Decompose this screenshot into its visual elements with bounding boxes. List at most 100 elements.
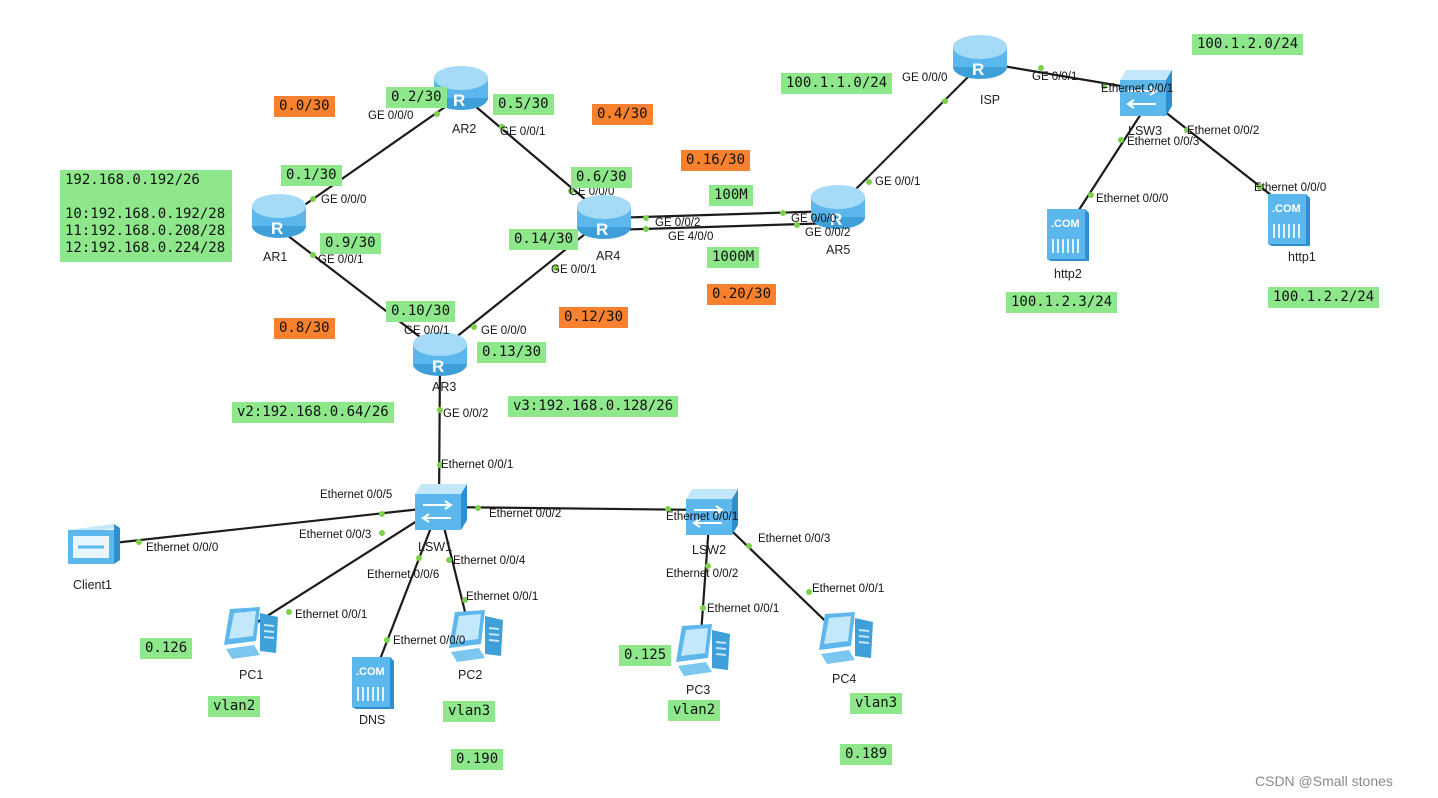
router-icon[interactable]: R <box>412 330 468 378</box>
server-icon[interactable]: .COM <box>350 655 396 709</box>
device-label-pc3: PC3 <box>686 683 711 697</box>
port-dot <box>310 252 316 258</box>
ip-tag: 0.6/30 <box>571 167 632 188</box>
server-badge: .COM <box>356 666 385 678</box>
port-dot <box>1257 184 1263 190</box>
ip-tag: 0.10/30 <box>386 301 456 322</box>
port-label: Ethernet 0/0/1 <box>1101 83 1174 95</box>
ip-tag: 0.125 <box>619 645 672 666</box>
svg-text:R: R <box>432 357 444 376</box>
port-dot <box>379 511 385 517</box>
ip-tag: 0.126 <box>140 638 193 659</box>
port-label: Ethernet 0/0/4 <box>453 555 526 567</box>
port-label: GE 4/0/0 <box>668 231 714 243</box>
svg-text:R: R <box>972 60 984 79</box>
router-icon[interactable]: R <box>433 64 489 112</box>
server-icon[interactable]: .COM <box>1266 192 1312 246</box>
router-icon[interactable]: R <box>810 183 866 231</box>
port-label: GE 0/0/2 <box>443 408 489 420</box>
port-dot <box>286 609 292 615</box>
subnet-list: 192.168.0.192/26 10:192.168.0.192/28 11:… <box>60 170 232 262</box>
pc-icon[interactable] <box>672 622 734 680</box>
port-dot <box>437 462 443 468</box>
port-label: GE 0/0/0 <box>569 186 615 198</box>
port-label: Ethernet 0/0/2 <box>666 568 739 580</box>
switch-icon[interactable] <box>1118 68 1174 118</box>
server-badge: .COM <box>1051 218 1080 230</box>
port-dot <box>416 555 422 561</box>
port-dot <box>499 124 505 130</box>
port-dot <box>446 557 452 563</box>
port-label: Ethernet 0/0/0 <box>1254 182 1327 194</box>
subnet-tag: 100.1.2.0/24 <box>1192 34 1304 55</box>
port-dot <box>665 506 671 512</box>
switch-icon[interactable] <box>413 482 469 532</box>
port-dot <box>434 111 440 117</box>
link-lsw1-lsw2 <box>438 505 711 512</box>
ip-tag: 0.190 <box>451 749 504 770</box>
device-label-http1: http1 <box>1288 250 1316 264</box>
router-icon[interactable]: R <box>576 193 632 241</box>
subnet-tag: 100.1.1.0/24 <box>781 73 893 94</box>
pc-icon[interactable] <box>815 610 877 668</box>
vlan-tag: vlan3 <box>850 693 903 714</box>
switch-icon[interactable] <box>684 487 740 537</box>
link-lsw1-dns <box>370 506 441 681</box>
port-label: Ethernet 0/0/0 <box>146 542 219 554</box>
vlan-tag: vlan2 <box>668 700 721 721</box>
port-dot <box>1118 137 1124 143</box>
vlan-subnet-tag: v3:192.168.0.128/26 <box>508 396 679 417</box>
port-label: Ethernet 0/0/1 <box>295 609 368 621</box>
ip-tag: 0.1/30 <box>281 165 342 186</box>
port-dot <box>437 407 443 413</box>
client-icon[interactable] <box>66 522 122 568</box>
link-lsw1-pc1 <box>244 506 440 631</box>
pc-icon[interactable] <box>445 608 507 666</box>
port-dot <box>475 505 481 511</box>
port-label: GE 0/0/0 <box>481 325 527 337</box>
port-label: GE 0/0/2 <box>805 227 851 239</box>
device-label-lsw2: LSW2 <box>692 543 727 557</box>
port-label: GE 0/0/0 <box>902 72 948 84</box>
ip-tag: 100.1.2.2/24 <box>1268 287 1380 308</box>
svg-text:R: R <box>453 91 465 110</box>
router-icon[interactable]: R <box>251 192 307 240</box>
port-dot <box>1184 127 1190 133</box>
port-label: Ethernet 0/0/2 <box>489 508 562 520</box>
link-lsw3-http2 <box>1065 99 1151 231</box>
port-dot <box>379 530 385 536</box>
port-label: GE 0/0/1 <box>1032 71 1078 83</box>
port-label: Ethernet 0/0/0 <box>393 635 466 647</box>
device-label-client1: Client1 <box>73 578 112 592</box>
port-dot <box>866 179 872 185</box>
router-icon[interactable]: R <box>952 33 1008 81</box>
vlan-tag: vlan3 <box>443 701 496 722</box>
port-label: GE 0/0/2 <box>655 217 701 229</box>
ip-tag: 0.9/30 <box>320 233 381 254</box>
port-label: Ethernet 0/0/2 <box>1187 125 1260 137</box>
port-dot <box>471 324 477 330</box>
port-label: GE 0/0/0 <box>321 194 367 206</box>
port-dot <box>705 563 711 569</box>
ip-tag: 0.2/30 <box>386 87 447 108</box>
port-label: Ethernet 0/0/1 <box>812 583 885 595</box>
port-dot <box>780 210 786 216</box>
ip-tag: 0.189 <box>840 744 893 765</box>
link-isp-lsw3 <box>984 61 1146 92</box>
port-label: GE 0/0/0 <box>791 213 837 225</box>
port-dot <box>746 543 752 549</box>
port-label: GE 0/0/1 <box>404 325 450 337</box>
bandwidth-tag: 1000M <box>707 247 760 268</box>
ip-tag: 0.14/30 <box>509 229 579 250</box>
device-label-ar4: AR4 <box>596 249 621 263</box>
bandwidth-tag: 100M <box>709 185 753 206</box>
pc-icon[interactable] <box>220 605 282 663</box>
vlan-tag: vlan2 <box>208 696 261 717</box>
subnet-tag: 0.8/30 <box>274 318 335 339</box>
server-icon[interactable]: .COM <box>1045 207 1091 261</box>
port-label: GE 0/0/1 <box>318 254 364 266</box>
port-dot <box>310 196 316 202</box>
subnet-tag: 0.12/30 <box>559 307 629 328</box>
port-dot <box>568 188 574 194</box>
